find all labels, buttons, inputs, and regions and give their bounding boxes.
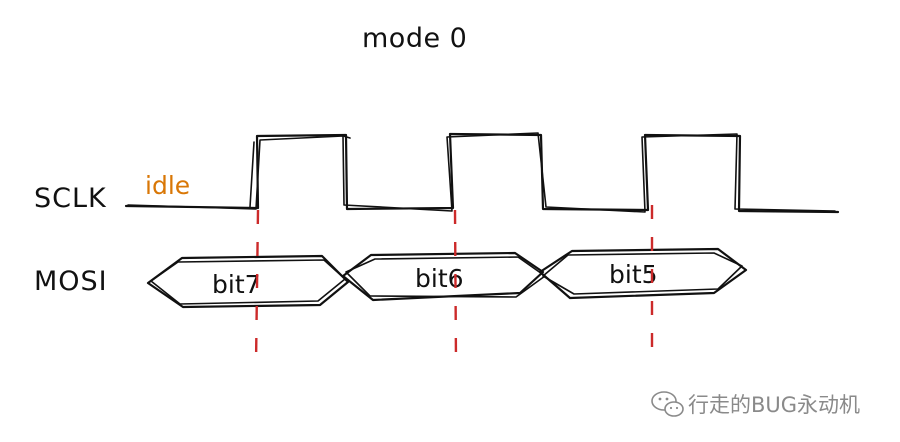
watermark-text: 行走的BUG永动机 — [688, 393, 860, 417]
sample-lines — [254, 205, 654, 365]
sclk-label: SCLK — [34, 183, 107, 214]
bit-label-bit5: bit5 — [609, 260, 658, 289]
idle-label: idle — [145, 171, 190, 200]
diagram-title: mode 0 — [362, 23, 467, 54]
mosi-label: MOSI — [34, 266, 108, 297]
sclk-waveform — [124, 132, 840, 214]
watermark: 行走的BUG永动机 — [651, 391, 860, 417]
bit-label-bit7: bit7 — [212, 270, 261, 299]
mosi-waveform: bit7 bit6 bit5 — [146, 247, 748, 309]
wechat-icon — [651, 391, 684, 417]
mosi-cell-bit5 — [538, 247, 748, 300]
sample-line-1 — [254, 209, 260, 365]
sample-line-2 — [453, 209, 458, 363]
